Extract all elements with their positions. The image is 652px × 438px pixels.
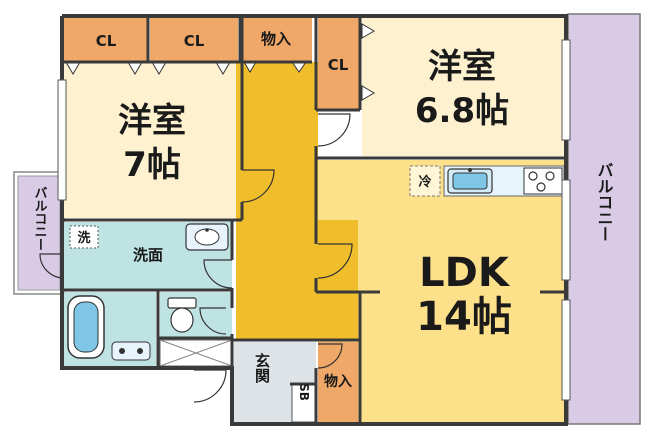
balcony-left-label: バルコニー — [32, 186, 48, 251]
balcony-right-label: バルコニー — [595, 162, 614, 242]
closet-3 — [318, 18, 360, 110]
closet-1 — [64, 18, 148, 62]
closet-2-label: CL — [184, 32, 205, 50]
western-room-left — [64, 62, 242, 218]
fridge-label: 冷 — [418, 174, 431, 190]
shoe-box — [291, 383, 317, 423]
entrance-label: 玄関 — [253, 352, 271, 384]
balcony-right — [567, 13, 641, 425]
western-room-left-name: 洋室 — [118, 101, 186, 141]
closet-2 — [150, 18, 238, 62]
washer-label: 洗 — [77, 230, 90, 246]
storage-top — [240, 18, 312, 62]
fridge-space — [409, 165, 441, 197]
western-room-left-size: 7帖 — [123, 145, 181, 185]
ldk-name: LDK — [419, 250, 511, 296]
washer-space — [69, 225, 99, 249]
western-room-right — [362, 18, 566, 156]
hallway — [236, 62, 318, 120]
western-room-right-size: 6.8帖 — [415, 91, 509, 131]
washroom-label: 洗面 — [133, 246, 163, 264]
storage-top-label: 物入 — [261, 30, 291, 48]
closet-3-label: CL — [328, 56, 349, 74]
closet-1-label: CL — [96, 32, 117, 50]
western-room-right-name: 洋室 — [428, 47, 496, 87]
ldk-size: 14帖 — [416, 294, 512, 340]
storage-bottom-label: 物入 — [324, 373, 352, 390]
shoe-box-label: SB — [297, 383, 311, 401]
storage-bottom — [318, 342, 358, 422]
